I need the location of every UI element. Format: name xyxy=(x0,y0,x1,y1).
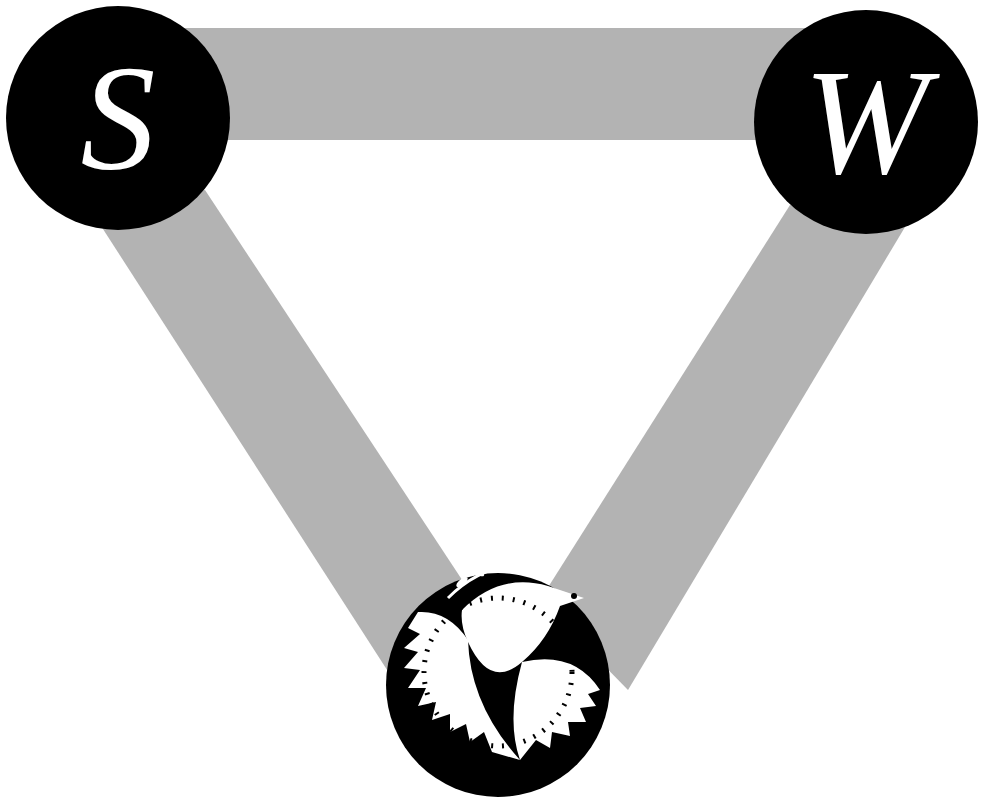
node-letter: S xyxy=(81,43,156,193)
node-letter: W xyxy=(804,47,929,197)
grey-band xyxy=(540,205,908,690)
circle-node: W xyxy=(754,10,978,234)
dove-emblem xyxy=(386,556,610,797)
circle-node: S xyxy=(6,6,230,230)
